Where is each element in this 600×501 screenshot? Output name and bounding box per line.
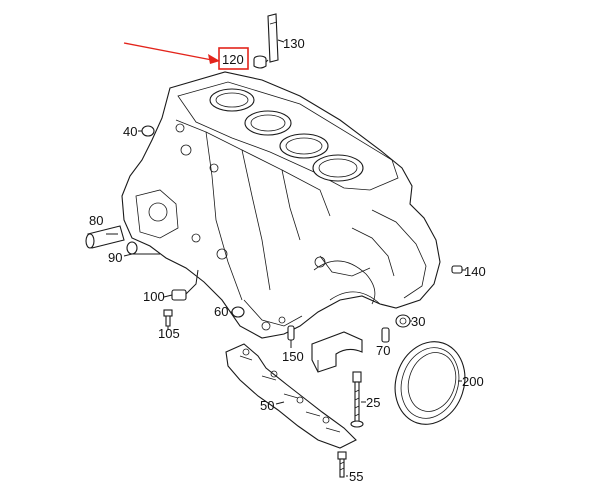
part-55-bolt bbox=[337, 451, 347, 478]
callout-90[interactable]: 90 bbox=[108, 250, 122, 265]
part-90-o-ring bbox=[126, 241, 138, 255]
part-200-shaft-seal bbox=[394, 341, 466, 425]
callout-105[interactable]: 105 bbox=[158, 326, 180, 341]
part-25-bolt bbox=[350, 371, 364, 428]
callout-60[interactable]: 60 bbox=[214, 304, 228, 319]
bearing-cap bbox=[311, 331, 363, 373]
callout-100[interactable]: 100 bbox=[143, 289, 165, 304]
callout-50[interactable]: 50 bbox=[260, 398, 274, 413]
callout-labels: 120 130 40 80 90 100 105 60 150 70 30 14… bbox=[89, 36, 486, 484]
part-40-ring bbox=[141, 125, 155, 137]
highlight-arrowhead bbox=[208, 54, 220, 64]
highlight-120 bbox=[123, 42, 249, 70]
part-30-seal-ring bbox=[395, 314, 411, 328]
leader-lines bbox=[106, 39, 466, 477]
part-105-bolt bbox=[163, 309, 173, 327]
callout-80[interactable]: 80 bbox=[89, 213, 103, 228]
engine-block bbox=[121, 71, 441, 339]
callout-30[interactable]: 30 bbox=[411, 314, 425, 329]
callout-150[interactable]: 150 bbox=[282, 349, 304, 364]
callout-140[interactable]: 140 bbox=[464, 264, 486, 279]
part-80-pipe bbox=[85, 225, 125, 249]
callout-130[interactable]: 130 bbox=[283, 36, 305, 51]
callout-25[interactable]: 25 bbox=[366, 395, 380, 410]
callout-70[interactable]: 70 bbox=[376, 343, 390, 358]
part-100-sensor bbox=[171, 269, 199, 301]
part-140-plug bbox=[451, 265, 463, 274]
highlight-arrow bbox=[123, 42, 213, 61]
part-60-ring bbox=[231, 306, 245, 318]
callout-55[interactable]: 55 bbox=[349, 469, 363, 484]
callout-200[interactable]: 200 bbox=[462, 374, 484, 389]
highlight-box bbox=[218, 47, 249, 70]
part-50-oil-baffle bbox=[225, 343, 357, 449]
callout-120[interactable]: 120 bbox=[222, 52, 244, 67]
part-150-pin bbox=[287, 325, 295, 341]
part-120-plug bbox=[253, 55, 267, 69]
callout-40[interactable]: 40 bbox=[123, 124, 137, 139]
part-70-sleeve bbox=[381, 327, 390, 343]
part-130-guide-tube bbox=[267, 13, 279, 63]
